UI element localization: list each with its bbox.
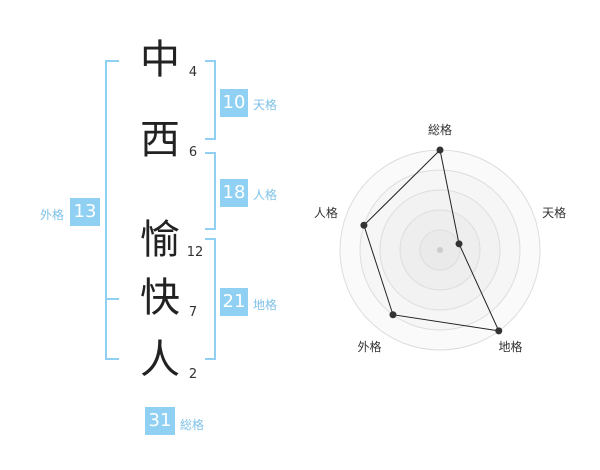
jinkaku-label: 人格	[253, 188, 278, 202]
stroke-count-1: 4	[188, 65, 198, 80]
radar-polygon	[363, 148, 500, 332]
soukaku-label: 総格	[180, 418, 205, 432]
gaikaku-label: 外格	[40, 208, 65, 222]
radar-point-5	[360, 221, 368, 229]
radar-axis-label-3: 地格	[499, 339, 523, 354]
jinkaku-badge: 18	[220, 179, 248, 207]
name-char-4: 快	[140, 275, 180, 321]
radar-axis-label-4: 外格	[357, 339, 381, 354]
name-char-3: 愉	[140, 217, 180, 263]
stroke-count-5: 2	[188, 367, 198, 382]
radar-point-1	[436, 146, 444, 154]
radar-point-3	[495, 327, 503, 335]
radar-axis-label-5: 人格	[314, 205, 338, 220]
name-char-1: 中	[140, 37, 180, 83]
stroke-count-3: 12	[186, 245, 204, 260]
stroke-count-2: 6	[188, 145, 198, 160]
soukaku-badge: 31	[145, 407, 175, 435]
radar-axis-label-1: 総格	[428, 122, 452, 137]
chikaku-badge: 21	[220, 288, 248, 316]
name-char-5: 人	[140, 337, 180, 383]
chikaku-label: 地格	[253, 298, 278, 312]
radar-center	[437, 247, 443, 253]
name-char-2: 西	[140, 117, 180, 163]
radar-point-4	[389, 311, 397, 319]
stroke-count-4: 7	[188, 305, 198, 320]
radar-axis-label-2: 天格	[542, 205, 566, 220]
gaikaku-badge: 13	[70, 198, 100, 226]
tenkaku-label: 天格	[253, 98, 278, 112]
tenkaku-badge: 10	[220, 89, 248, 117]
radar-point-2	[455, 240, 463, 248]
